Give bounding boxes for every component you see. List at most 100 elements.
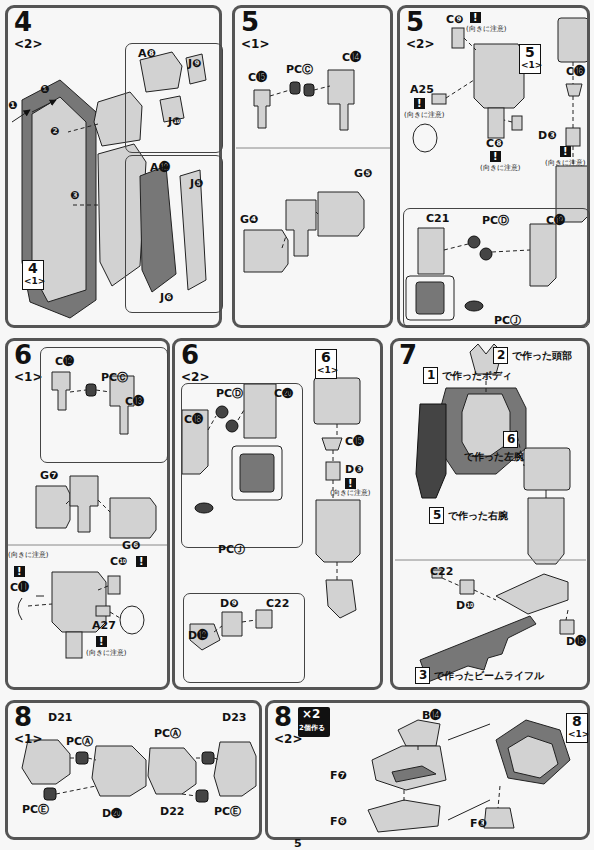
step-text: C⓭: [125, 396, 144, 408]
step-number: C⓬: [55, 356, 74, 368]
part-label: ❷: [50, 126, 59, 138]
note-text: (向きに注意): [545, 160, 585, 168]
part-label: A27: [92, 620, 116, 632]
step-text: <1>: [568, 730, 589, 740]
step-5-2-art: [406, 18, 588, 320]
warning-mark: !: [345, 478, 356, 489]
ref-box: 8<1>: [566, 713, 588, 743]
part-label: 5: [294, 838, 302, 850]
step-text: C22: [266, 598, 289, 610]
refn-box: 1で作ったボディ: [423, 367, 438, 384]
part-label: D❸: [538, 130, 556, 142]
step-text: PCⒿ: [494, 315, 521, 327]
step-text: <1>: [14, 733, 42, 746]
step-5-1-art: [236, 70, 390, 272]
step-text: 2個作る: [299, 725, 325, 733]
step-text: <1>: [24, 277, 45, 287]
part-label: C22: [430, 566, 453, 578]
step-text: J❻: [160, 292, 173, 304]
step-text: <1>: [521, 61, 542, 71]
step-text: <2>: [406, 38, 434, 51]
step-text: <1>: [14, 371, 42, 384]
step-6-1-art: [8, 372, 167, 658]
note-text: (向きに注意): [404, 112, 444, 120]
panel-box: 4<2>A❽J❾J❿A⓬J❺J❻4<1>: [5, 5, 222, 328]
step-number: 7: [399, 341, 417, 370]
part-label: D❸: [345, 464, 363, 476]
part-label: G❻: [122, 540, 140, 552]
part-label: ❶: [40, 84, 49, 96]
part-label: C⓰: [566, 66, 585, 78]
part-label: A25: [410, 84, 434, 96]
step-text: <1>: [241, 38, 269, 51]
step-number: 4: [28, 261, 38, 276]
warning-mark: !: [96, 636, 107, 647]
part-label: PCⒶ: [66, 736, 93, 748]
part-label: B⓮: [422, 710, 441, 722]
step-number: 5: [525, 45, 535, 60]
warning-mark: !: [136, 556, 147, 567]
part-label: ❶: [8, 100, 17, 112]
step-text: で作ったビームライフル: [434, 670, 544, 681]
part-label: G❺: [354, 168, 372, 180]
step-number: 6: [507, 433, 515, 446]
part-label: C❾: [446, 14, 463, 26]
part-label: D23: [222, 712, 246, 724]
step-number: 1: [427, 369, 435, 382]
note-text: (向きに注意): [86, 650, 126, 658]
part-label: D22: [160, 806, 184, 818]
ref-box: 5<1>: [519, 44, 541, 74]
panel-box: 72で作った頭部1で作ったボディ6で作った左腕5で作った右腕3で作ったビームライ…: [390, 338, 590, 690]
part-label: C❽: [486, 138, 503, 150]
step-text: J❾: [188, 58, 201, 70]
step-text: で作った右腕: [448, 510, 508, 521]
step-number: 6: [321, 350, 331, 365]
part-label: C⓮: [342, 52, 361, 64]
step-number: 8: [14, 703, 32, 732]
step-number: 5: [406, 8, 424, 37]
step-number: 8: [274, 703, 292, 732]
step-number: C21: [426, 213, 449, 225]
inset-box: D❾C22D⓬: [183, 593, 305, 683]
inset-box: C21PCⒹC⓳PCⒿ: [403, 208, 590, 328]
step-number: 3: [419, 669, 427, 682]
warning-mark: !: [414, 98, 425, 109]
step-8-1-art: [22, 740, 256, 802]
part-label: G❹: [240, 214, 258, 226]
step-number: 6: [14, 341, 32, 370]
badge-box: ×22個作る: [298, 707, 330, 737]
part-label: F❼: [330, 770, 347, 782]
refn-box: 2で作った頭部: [493, 347, 508, 364]
inset-box: PCⒹC⓴C⓲PCⒿ: [181, 383, 303, 548]
part-label: C⓯: [248, 72, 267, 84]
part-label: D21: [48, 712, 72, 724]
part-label: C❿: [110, 556, 127, 568]
note-text: (向きに注意): [330, 490, 370, 498]
panel-box: 6<2>PCⒹC⓴C⓲PCⒿ6<1>D❾C22D⓬: [172, 338, 383, 690]
part-label: C⓫: [10, 582, 29, 594]
step-number: 4: [14, 8, 32, 37]
step-text: <2>: [14, 38, 42, 51]
step-8-2-art: [368, 720, 570, 832]
inset-box: A⓬J❺J❻: [125, 155, 223, 313]
warning-mark: !: [14, 566, 25, 577]
warning-mark: !: [470, 12, 481, 23]
step-6-2-art: [182, 378, 360, 650]
step-text: で作った左腕: [464, 451, 524, 462]
refn-box: 3で作ったビームライフル: [415, 667, 430, 684]
step-number: A❽: [138, 48, 156, 60]
panel-box: 6<1>C⓬PCⒸC⓭: [5, 338, 170, 690]
step-number: 5: [241, 8, 259, 37]
step-text: J❿: [168, 116, 181, 128]
part-label: ❸: [70, 190, 79, 202]
part-label: PCⒸ: [286, 64, 313, 76]
part-label: PCⒺ: [22, 804, 49, 816]
inset-box: A❽ J❾ J❿: [125, 43, 223, 153]
step-text: で作った頭部: [512, 350, 572, 361]
refn-box: 5で作った右腕: [429, 507, 444, 524]
step-text: で作ったボディ: [442, 370, 512, 381]
step-text: D⓬: [188, 630, 208, 642]
step-number: 8: [572, 714, 582, 729]
